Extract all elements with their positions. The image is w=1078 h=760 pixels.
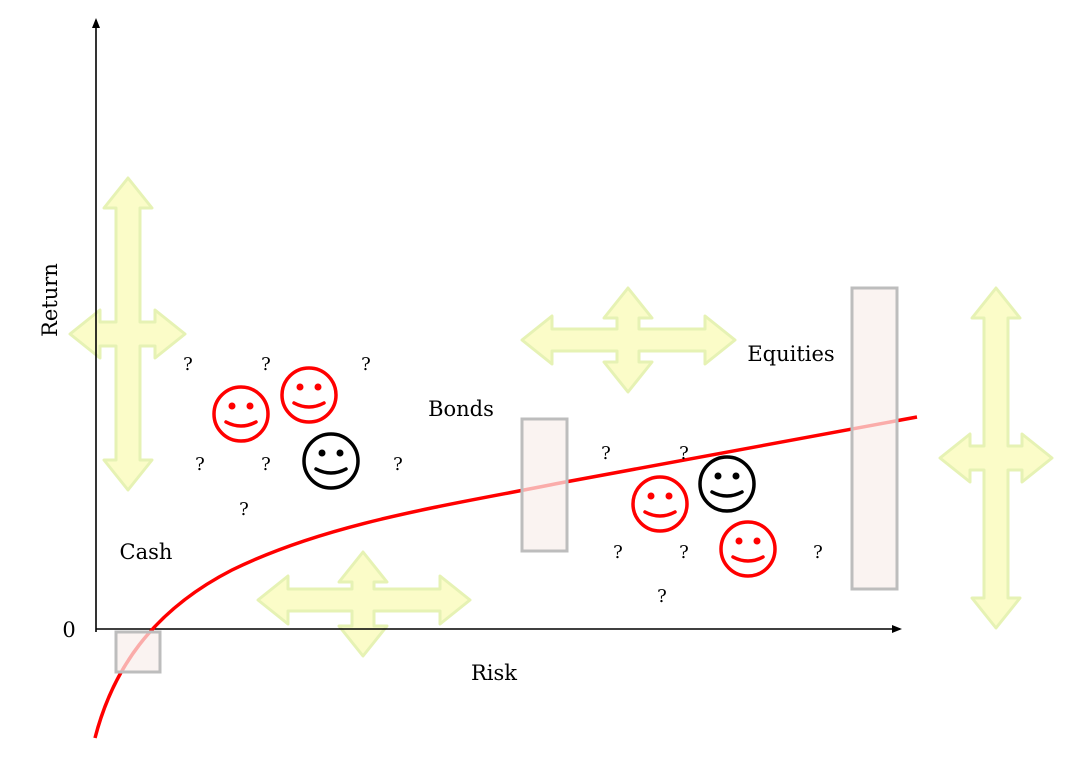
- question-mark: ?: [195, 454, 205, 475]
- bottom-cross-arrow-icon: [256, 550, 472, 658]
- question-mark: ?: [601, 443, 611, 464]
- y-axis-label: Return: [38, 263, 62, 337]
- question-mark: ?: [261, 454, 271, 475]
- question-mark: ?: [613, 542, 623, 563]
- right-cross-arrow-icon: [938, 286, 1054, 630]
- question-mark: ?: [183, 354, 193, 375]
- equities-label: Equities: [747, 342, 834, 366]
- smiley-face-icon: [280, 366, 338, 424]
- smiley-face-icon: [302, 432, 360, 490]
- equities-range-box: [850, 286, 899, 591]
- question-mark: ?: [261, 354, 271, 375]
- question-mark: ?: [361, 354, 371, 375]
- bonds-label: Bonds: [428, 397, 494, 421]
- middle-cross-arrow-icon: [520, 286, 737, 394]
- risk-return-curve: [93, 415, 918, 739]
- bonds-range-box: [520, 417, 569, 553]
- cash-label: Cash: [120, 540, 173, 564]
- origin-label: 0: [62, 618, 75, 642]
- smiley-face-icon: [719, 520, 777, 578]
- question-mark: ?: [657, 586, 667, 607]
- question-mark: ?: [679, 542, 689, 563]
- four-way-arrows: [68, 176, 1054, 658]
- smiley-face-icon: [212, 385, 270, 443]
- question-mark: ?: [393, 454, 403, 475]
- x-axis-label: Risk: [471, 661, 517, 685]
- smiley-face-icon: [631, 475, 689, 533]
- question-mark: ?: [239, 499, 249, 520]
- left-cross-arrow-icon: [68, 176, 187, 492]
- smiley-face-icon: [698, 455, 756, 513]
- cash-range-box: [114, 630, 162, 674]
- question-mark: ?: [813, 542, 823, 563]
- question-mark: ?: [679, 443, 689, 464]
